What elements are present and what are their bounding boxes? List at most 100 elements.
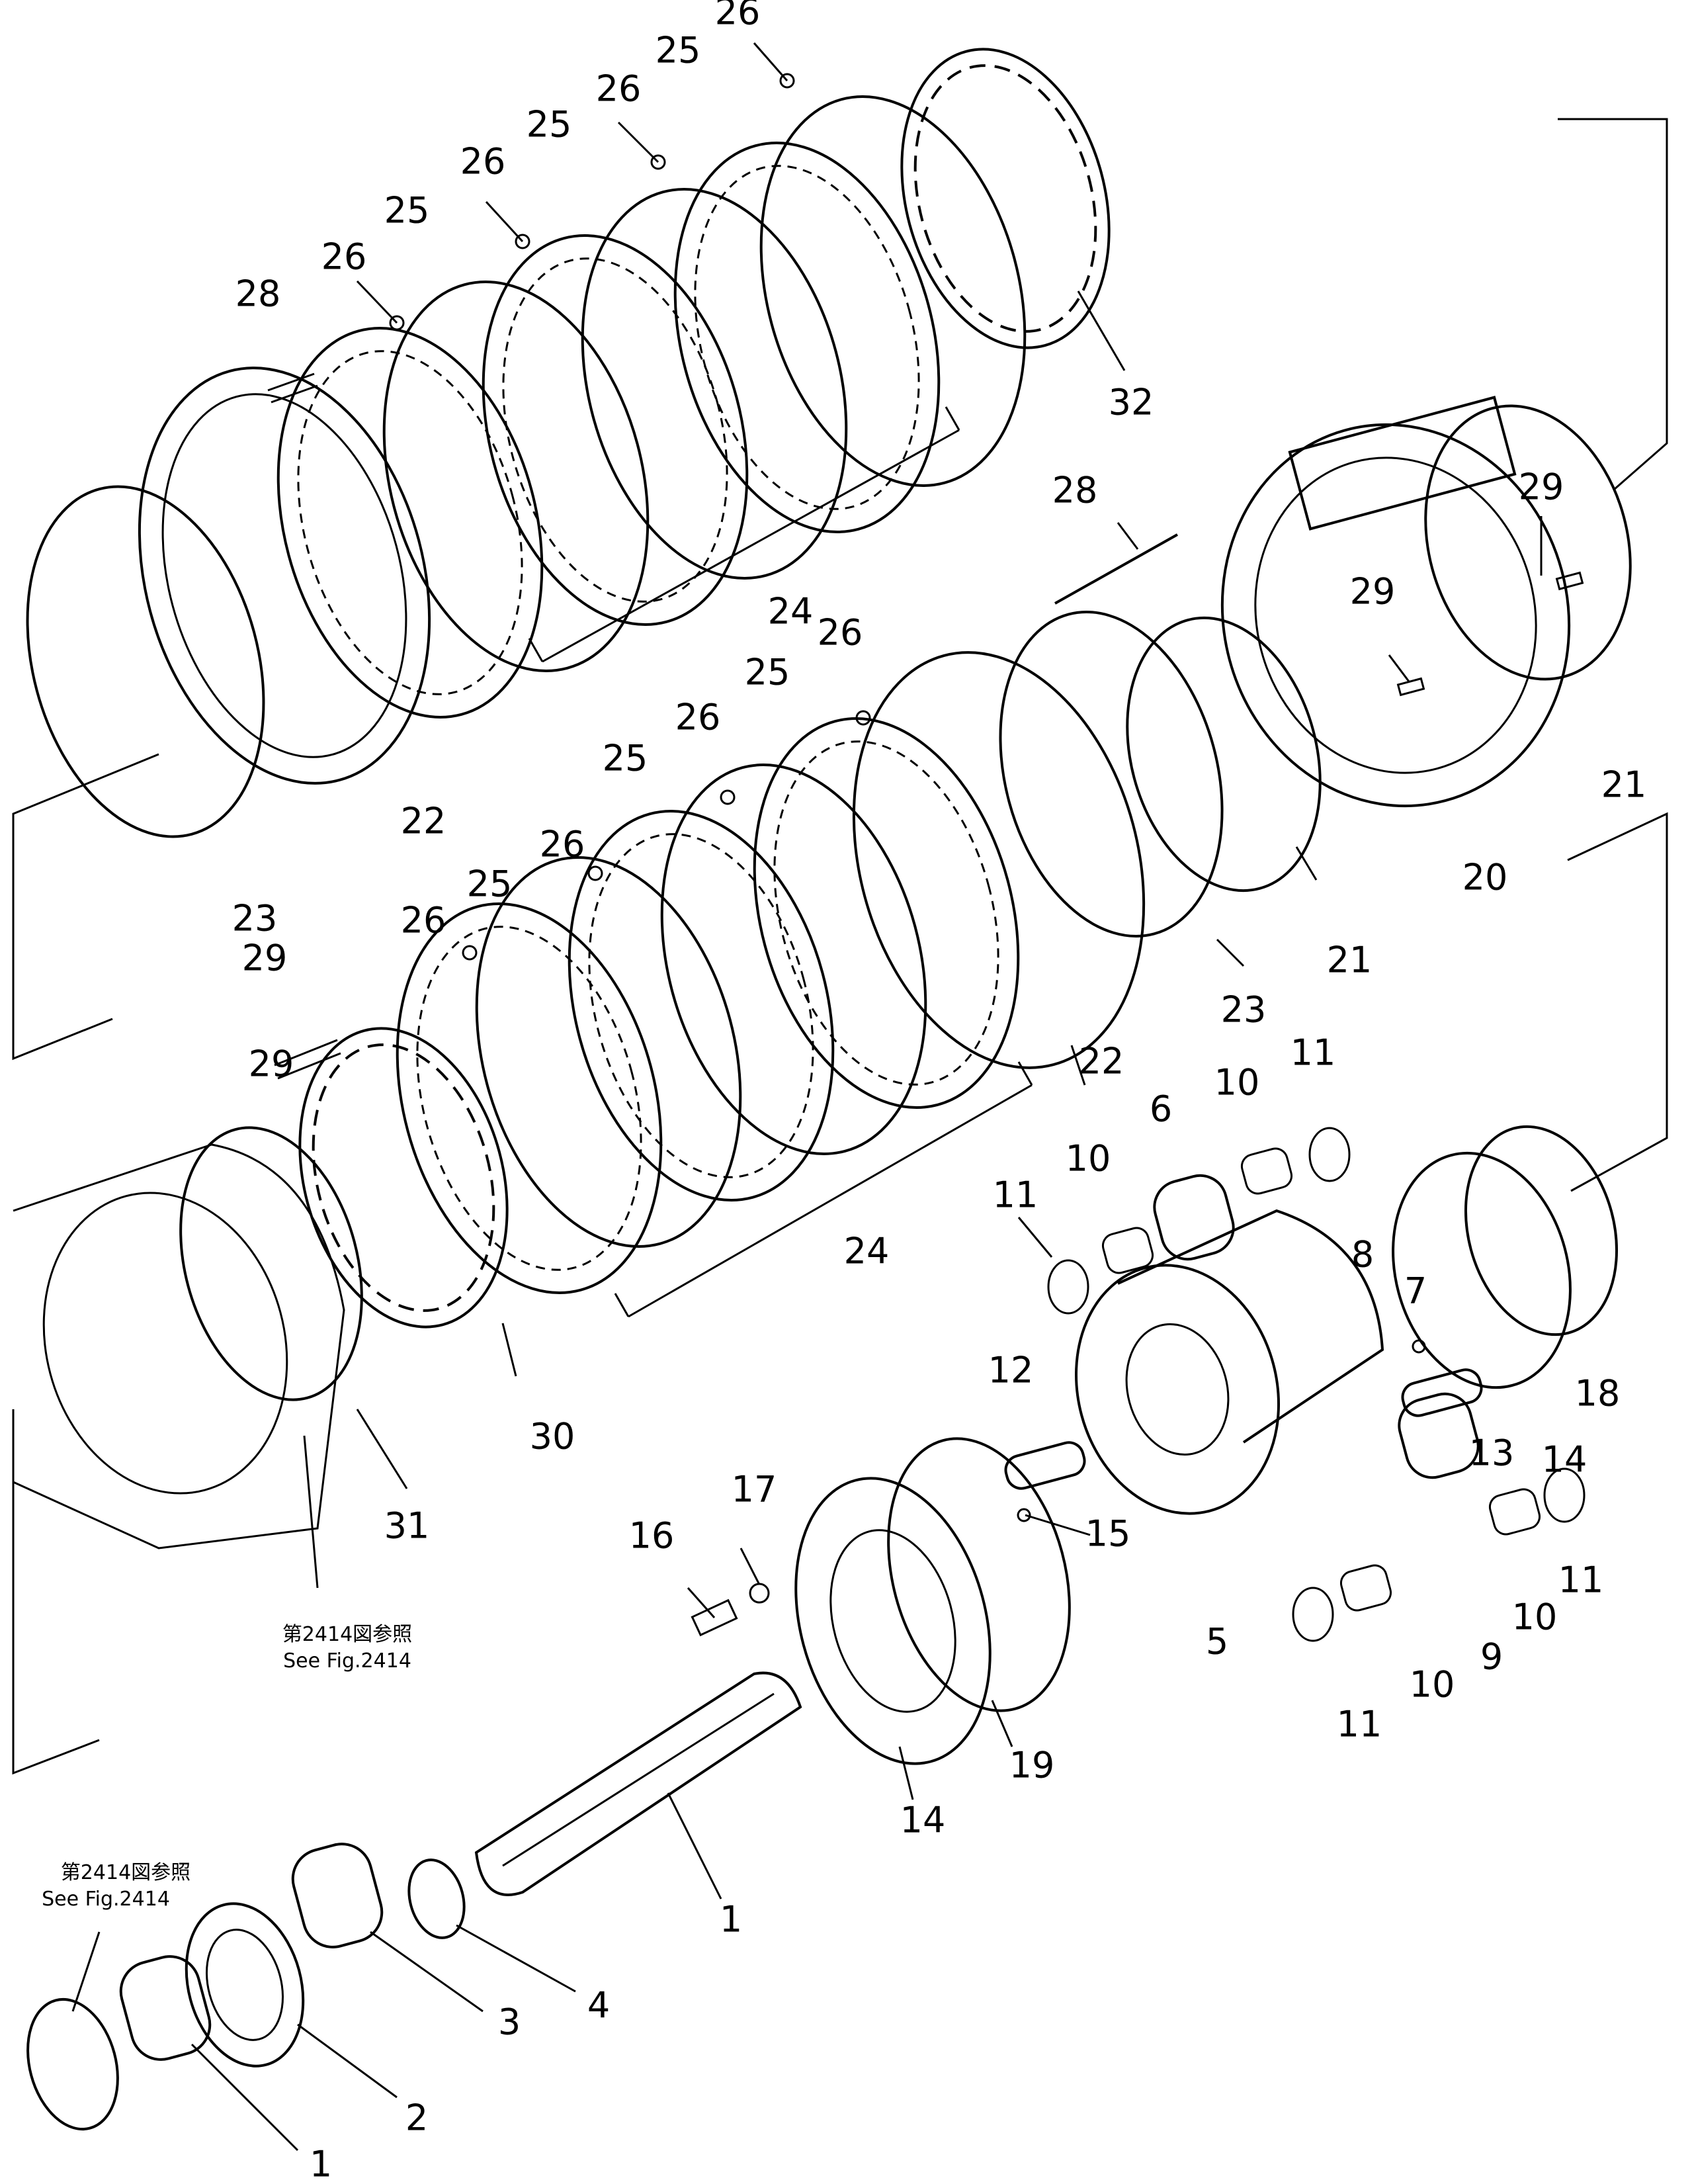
lower-clutch-pack: [12, 610, 1224, 1401]
ring-23-lower: [999, 610, 1224, 938]
disc-a5-teeth: [694, 165, 920, 510]
leader-15: [898, 1746, 914, 1800]
ring-23-upper: [26, 485, 265, 838]
washer-11-d: [1543, 1467, 1586, 1523]
callout-label: 12: [988, 1350, 1034, 1391]
disc-a5: [673, 142, 941, 533]
plate-a4: [581, 188, 848, 580]
bearing-10-c: [1339, 1564, 1392, 1612]
leader-lines: [71, 42, 1543, 2152]
shaft-1-spline: [502, 1692, 775, 1867]
callout-label: 10: [1410, 1664, 1455, 1706]
callout-label: 32: [1109, 382, 1154, 423]
callout-label: 24: [768, 591, 814, 633]
spring-26-l4: [855, 710, 871, 726]
callout-labels: 26 25 26 25 26 25 26 28 32 28 29 29 24 2…: [232, 0, 1647, 2184]
callout-label: 25: [467, 863, 513, 905]
frame-line-left: [12, 753, 159, 1061]
frame-line-top: [1558, 118, 1668, 491]
leader-3: [297, 2023, 398, 2099]
spring-26-l1: [462, 945, 478, 961]
leader-26: [485, 200, 524, 243]
callout-label: 17: [732, 1469, 777, 1510]
disc-b3-teeth: [588, 833, 814, 1178]
callout-label: 16: [629, 1515, 675, 1557]
plate-b4: [475, 856, 742, 1248]
washer-11-a: [1047, 1259, 1089, 1315]
callout-label: 25: [527, 104, 572, 146]
disc-a3: [482, 234, 749, 626]
disc-b1: [753, 717, 1020, 1109]
spring-26-l3: [720, 789, 736, 805]
spring-26-l2: [587, 865, 603, 881]
shaft-12: [1004, 1441, 1086, 1490]
callout-label: 1: [310, 2144, 332, 2184]
callout-label: 29: [242, 938, 288, 979]
leader-14: [1025, 1514, 1091, 1536]
callout-label: 25: [656, 30, 701, 71]
disc-b1-teeth: [773, 740, 999, 1086]
gear-4: [291, 1843, 384, 1948]
pin-29-a: [1555, 571, 1584, 591]
leader-ref-upper: [303, 1435, 319, 1589]
bearing-10-a: [1101, 1227, 1154, 1274]
leader-26: [753, 42, 788, 81]
ring-21-front: [1126, 616, 1322, 893]
springs-28-upper: [267, 372, 318, 404]
ring-19: [1464, 1125, 1619, 1336]
bearing-3-inner: [205, 1929, 284, 2041]
callout-label: 26: [818, 612, 863, 654]
leader-26: [356, 280, 398, 324]
ring-gear-32: [900, 48, 1111, 349]
callout-label: 26: [460, 141, 506, 183]
callout-label: 11: [993, 1174, 1038, 1216]
front-case-outline: [13, 1143, 345, 1550]
callout-label: 5: [1206, 1621, 1228, 1663]
callout-label: 13: [1469, 1432, 1515, 1474]
callout-label: 23: [1221, 989, 1267, 1031]
bracket-24-lower: [614, 1061, 1033, 1318]
disc-a1-teeth: [297, 350, 523, 695]
shaft-group: [26, 1437, 1071, 2131]
frame-line-bottom-left: [12, 1409, 100, 1775]
leader-23: [1216, 938, 1245, 967]
gear-9: [1398, 1392, 1480, 1479]
callout-label: 26: [401, 900, 446, 941]
leader-11: [1017, 1217, 1053, 1258]
ball-14-a: [1017, 1508, 1031, 1522]
callout-label: 29: [1350, 571, 1396, 613]
spring-26-u2: [515, 234, 530, 249]
callout-label: 25: [603, 738, 648, 779]
bearing-3: [185, 1902, 305, 2068]
callout-label: 28: [235, 273, 281, 315]
washer-11-b: [1308, 1127, 1351, 1182]
leader-18: [740, 1548, 761, 1585]
leader-4: [370, 1931, 484, 2013]
carrier-6-body: [1117, 1209, 1384, 1444]
plate-a6: [759, 95, 1027, 487]
bearing-10-d: [1488, 1488, 1541, 1536]
callout-label: 25: [384, 190, 430, 232]
callout-label: 26: [715, 0, 761, 33]
pin-29-b: [1396, 677, 1425, 697]
callout-label: 22: [401, 801, 446, 842]
spring-26-u4: [779, 73, 795, 89]
seal-ref: [26, 1997, 119, 2131]
callout-label: 10: [1214, 1062, 1260, 1104]
callout-label: 20: [1462, 857, 1508, 898]
callout-label: 31: [384, 1505, 430, 1547]
callout-label: 10: [1066, 1138, 1111, 1180]
carrier-6-bore: [1125, 1323, 1230, 1456]
callout-label: 9: [1480, 1636, 1503, 1678]
bearing-10-b: [1240, 1147, 1293, 1195]
callout-label: 14: [1542, 1439, 1587, 1481]
plate-a2: [382, 281, 650, 672]
ring-gear-30: [298, 1027, 509, 1329]
callout-label: 21: [1601, 764, 1647, 806]
leader-ref-lower: [71, 1931, 101, 2012]
springs-28-lower: [274, 1039, 341, 1080]
callout-label: 11: [1337, 1704, 1382, 1745]
gear-8: [1153, 1174, 1235, 1261]
leader-5: [456, 1924, 576, 1993]
snap-ring-5: [407, 1858, 466, 1939]
